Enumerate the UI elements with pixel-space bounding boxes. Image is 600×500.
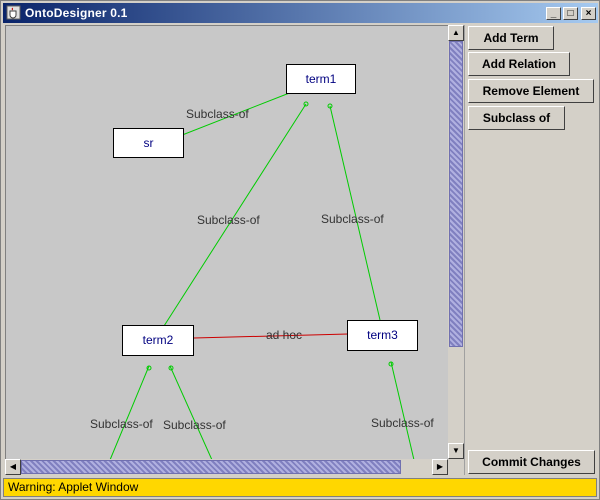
edge-term3-term1[interactable] bbox=[329, 105, 381, 321]
term-label: term3 bbox=[367, 328, 398, 342]
ontology-canvas[interactable]: Subclass-of Subclass-of Subclass-of ad h… bbox=[5, 25, 449, 460]
add-relation-button[interactable]: Add Relation bbox=[468, 52, 570, 76]
vertical-scrollbar[interactable]: ▲ ▼ bbox=[448, 25, 464, 459]
term-node-term1[interactable]: term1 bbox=[286, 64, 356, 94]
edge-label: Subclass-of bbox=[197, 213, 260, 227]
minimize-button[interactable]: _ bbox=[546, 7, 561, 20]
edge-arrowhead bbox=[146, 365, 152, 371]
add-term-button[interactable]: Add Term bbox=[468, 26, 554, 50]
edge-label: Subclass-of bbox=[321, 212, 384, 226]
scroll-right-button[interactable]: ▶ bbox=[432, 459, 448, 475]
edge-label: Subclass-of bbox=[90, 417, 153, 431]
edge-child-term2-b[interactable] bbox=[169, 365, 213, 460]
term-label: sr bbox=[143, 136, 154, 150]
vertical-scroll-thumb[interactable] bbox=[449, 41, 463, 347]
window-title: OntoDesigner 0.1 bbox=[25, 6, 128, 20]
edge-arrowhead bbox=[327, 103, 333, 109]
scroll-down-button[interactable]: ▼ bbox=[448, 443, 464, 459]
scroll-up-button[interactable]: ▲ bbox=[448, 25, 464, 41]
edge-label: Subclass-of bbox=[186, 107, 249, 121]
horizontal-scroll-thumb[interactable] bbox=[21, 460, 401, 474]
edge-label: Subclass-of bbox=[371, 416, 434, 430]
term-node-sr[interactable]: sr bbox=[113, 128, 184, 158]
edge-arrowhead bbox=[303, 101, 309, 107]
applet-warning-bar: Warning: Applet Window bbox=[3, 478, 597, 497]
term-label: term1 bbox=[305, 72, 337, 86]
commit-changes-button[interactable]: Commit Changes bbox=[468, 450, 595, 474]
edge-arrowhead bbox=[168, 365, 174, 371]
edge-term1-sr[interactable] bbox=[171, 91, 293, 140]
relation-edges: Subclass-of Subclass-of Subclass-of ad h… bbox=[90, 91, 434, 460]
edge-label: Subclass-of bbox=[163, 418, 226, 432]
edge-child-term2-a[interactable] bbox=[109, 365, 150, 460]
scrollbar-corner bbox=[448, 459, 464, 475]
edge-arrowhead bbox=[388, 361, 394, 367]
horizontal-scrollbar[interactable]: ◀ ▶ bbox=[5, 459, 448, 475]
term-label: term2 bbox=[142, 333, 174, 347]
remove-element-button[interactable]: Remove Element bbox=[468, 79, 594, 103]
close-button[interactable]: × bbox=[581, 7, 596, 20]
title-bar[interactable]: OntoDesigner 0.1 _ □ × bbox=[3, 3, 598, 23]
term-node-term3[interactable]: term3 bbox=[347, 320, 418, 351]
tool-panel: Add Term Add Relation Remove Element Sub… bbox=[464, 25, 598, 475]
scroll-left-button[interactable]: ◀ bbox=[5, 459, 21, 475]
status-text: Warning: Applet Window bbox=[8, 480, 139, 494]
java-cup-icon bbox=[6, 5, 21, 20]
edge-label: ad hoc bbox=[266, 328, 302, 342]
maximize-button[interactable]: □ bbox=[563, 7, 578, 20]
edge-term2-term3[interactable] bbox=[193, 333, 349, 339]
term-node-term2[interactable]: term2 bbox=[122, 325, 194, 356]
subclass-of-button[interactable]: Subclass of bbox=[468, 106, 565, 130]
edge-term2-term1[interactable] bbox=[163, 103, 307, 327]
edge-child-term3[interactable] bbox=[390, 361, 415, 460]
